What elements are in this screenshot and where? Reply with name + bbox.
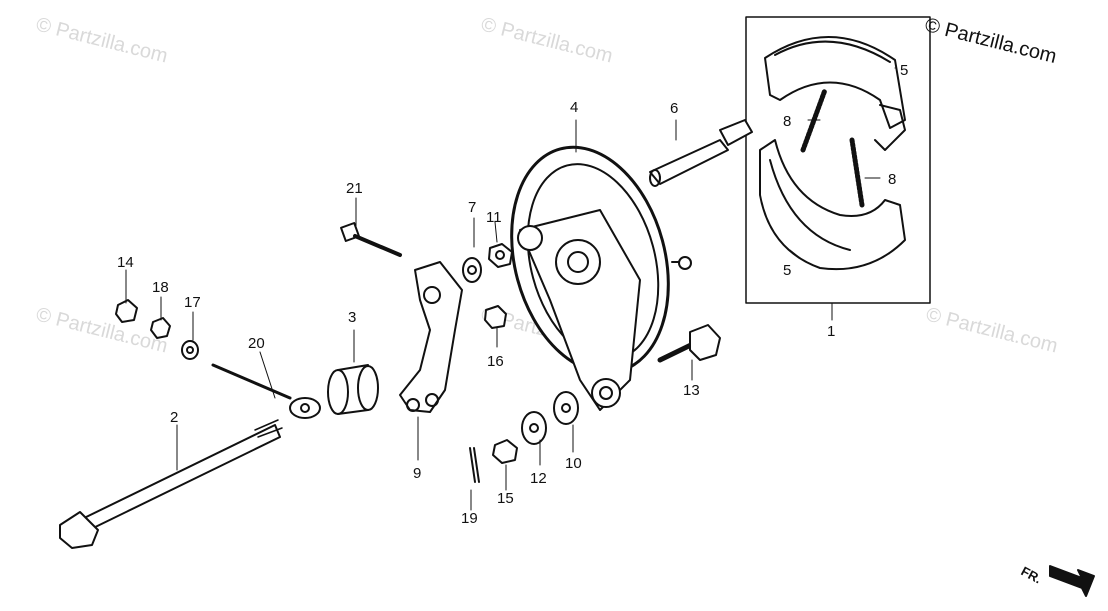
brake-spring-right [849,137,865,208]
callout-6: 6 [670,100,678,117]
callout-2: 2 [170,409,178,426]
callout-16: 16 [487,353,504,370]
watermark: © Partzilla.com [924,304,1060,358]
front-direction-arrow-icon [1049,565,1095,597]
watermark: © Partzilla.com [34,304,170,358]
nut-16 [484,305,507,329]
callout-5-upper: 5 [900,62,908,79]
callout-4: 4 [570,99,578,116]
callout-20: 20 [248,335,265,352]
brake-cam [649,119,753,187]
collar [327,364,379,415]
callout-8-right: 8 [888,171,896,188]
callout-7: 7 [468,199,476,216]
callout-8-left: 8 [783,113,791,130]
callout-11: 11 [486,209,502,226]
callout-1: 1 [827,323,835,340]
nut-11 [488,243,513,268]
watermark: © Partzilla.com [34,14,170,68]
watermark: © Partzilla.com [479,14,615,68]
brake-arm [399,261,463,413]
callout-3: 3 [348,309,356,326]
brake-shoe-lower [759,139,906,271]
rear-axle [59,419,283,549]
callout-19: 19 [461,510,478,527]
bolt-13 [657,324,721,363]
callout-17: 17 [184,294,201,311]
callout-13: 13 [683,382,700,399]
callout-5-lower: 5 [783,262,791,279]
washer-17 [181,340,199,360]
leader-lines [125,67,896,511]
nut-18 [150,317,171,339]
nut-14 [115,299,138,323]
callout-12: 12 [530,470,547,487]
callout-9: 9 [413,465,421,482]
callout-10: 10 [565,455,582,472]
brake-shoe-upper [764,36,906,151]
washer-10 [553,391,579,425]
cotter-pin-19 [469,447,480,483]
callout-18: 18 [152,279,169,296]
callout-15: 15 [497,490,514,507]
shoe-assembly-frame [745,16,931,304]
brake-panel [510,145,692,411]
brake-rod-20 [211,363,321,419]
washer-12 [521,411,547,445]
callout-21: 21 [346,180,363,197]
washer-7 [462,257,482,283]
bolt-21 [340,222,402,257]
callouts: 1 2 3 4 5 5 6 7 8 8 9 10 11 12 13 14 15 … [117,62,1044,586]
direction-label: FR. [1019,563,1045,586]
callout-14: 14 [117,254,134,271]
nut-15 [492,439,518,464]
